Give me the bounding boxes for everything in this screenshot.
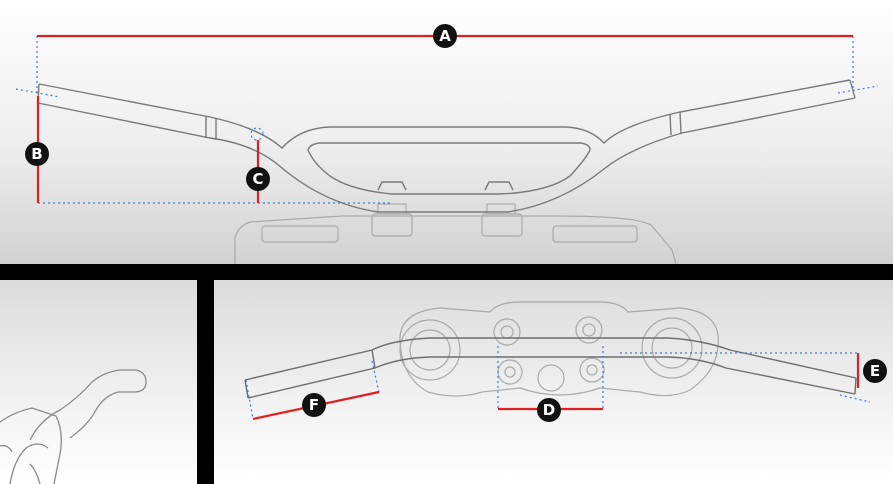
label-a-text: A: [439, 27, 451, 45]
label-f-text: F: [309, 396, 319, 414]
top-guide-lines: [245, 346, 871, 420]
label-c-badge: C: [246, 167, 270, 191]
bottom-right-panel: [214, 280, 893, 484]
triple-clamp-top: [399, 301, 719, 397]
label-e-badge: E: [863, 359, 887, 383]
label-b-badge: B: [25, 142, 49, 166]
label-e-text: E: [870, 362, 880, 380]
label-d-text: D: [543, 401, 555, 419]
triple-clamp-front: [234, 203, 677, 265]
bottom-left-panel: [0, 280, 197, 484]
handlebar-front-outline: [37, 79, 856, 213]
label-c-text: C: [252, 170, 263, 188]
label-d-badge: D: [537, 398, 561, 422]
front-guide-lines: [15, 36, 879, 204]
label-a-badge: A: [433, 24, 457, 48]
label-b-text: B: [31, 145, 42, 163]
handlebar-side-view: [0, 369, 147, 484]
label-f-badge: F: [302, 393, 326, 417]
handlebar-top-outline: [244, 337, 857, 399]
